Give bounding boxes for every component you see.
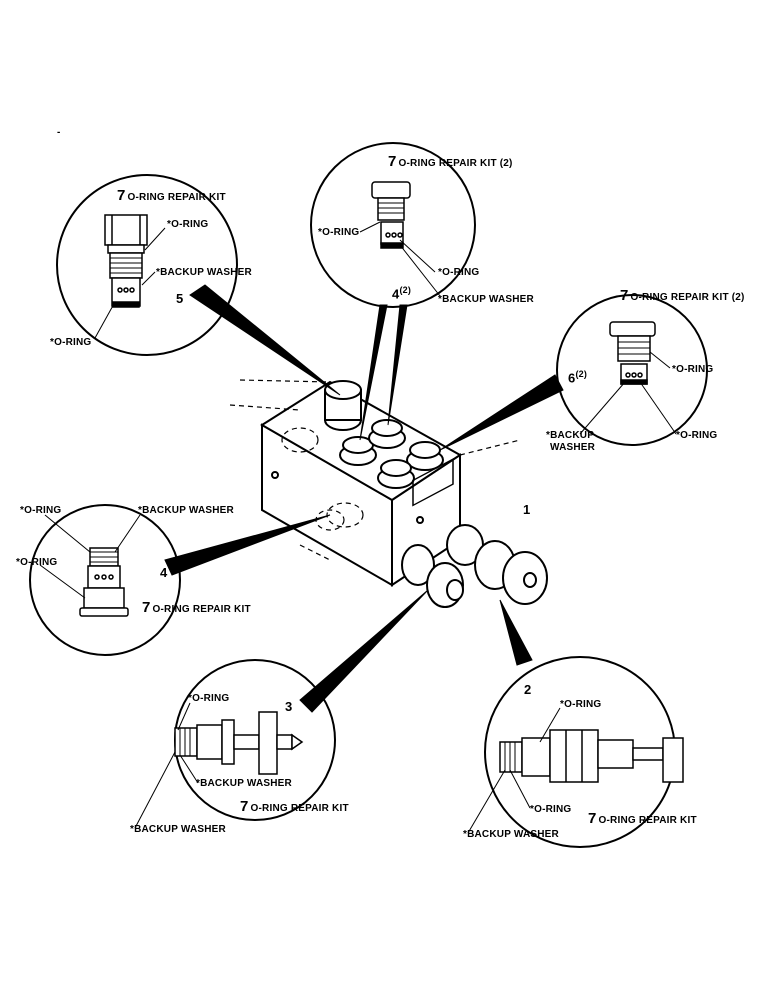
washer-label: WASHER (550, 442, 596, 453)
callout-number: 4 (392, 286, 400, 302)
kit-number: 7 (117, 187, 126, 204)
o-ring-label: *O-RING (50, 337, 92, 348)
o-ring-label: *O-RING (438, 267, 480, 278)
kit-text: O-RING REPAIR KIT (127, 192, 226, 203)
backup-washer-label: *BACKUP WASHER (156, 267, 252, 278)
callout-3: 3 (285, 699, 293, 714)
detail-circle-5 (56, 174, 238, 356)
kit-number: 7 (588, 810, 597, 827)
o-ring-label: *O-RING (672, 364, 714, 375)
pointer-lines (39, 221, 677, 834)
o-ring-label: *O-RING (167, 219, 209, 230)
leader-wedges (164, 284, 564, 713)
cartridge-4-top (371, 181, 411, 249)
o-ring-label: *O-RING (16, 557, 58, 568)
quantity-mark: (2) (399, 285, 412, 295)
o-ring-label: *O-RING (560, 699, 602, 710)
o-ring-label: *O-RING (676, 430, 718, 441)
backup-washer-label: *BACKUP WASHER (196, 778, 292, 789)
cartridge-4-left (79, 547, 129, 617)
front-knobs (401, 524, 548, 608)
callout-5: 5 (176, 291, 184, 306)
callout-4-left: 4 (160, 565, 168, 580)
quantity-mark: (2) (575, 369, 588, 379)
kit-number: 7 (142, 599, 151, 616)
o-ring-label: *O-RING (530, 804, 572, 815)
o-ring-label: *O-RING (188, 693, 230, 704)
valve-3 (174, 711, 304, 775)
page-mark: - (57, 127, 61, 138)
kit-text: O-RING REPAIR KIT (598, 815, 697, 826)
kit-text: O-RING REPAIR KIT (250, 803, 349, 814)
callout-6: 6(2) (568, 369, 588, 386)
callout-number: 6 (568, 370, 576, 386)
callout-4-top: 4(2) (392, 285, 412, 302)
kit-number: 7 (240, 798, 249, 815)
kit-number: 7 (388, 153, 397, 170)
valve-block (229, 379, 521, 587)
kit-text: O-RING REPAIR KIT (2) (630, 292, 745, 303)
kit-text: O-RING REPAIR KIT (2) (398, 158, 513, 169)
o-ring-label: *O-RING (20, 505, 62, 516)
backup-label: *BACKUP (546, 430, 595, 441)
backup-washer-label: *BACKUP WASHER (138, 505, 234, 516)
backup-washer-label: *BACKUP WASHER (438, 294, 534, 305)
callout-1: 1 (523, 502, 531, 517)
o-ring-label: *O-RING (318, 227, 360, 238)
cartridge-5 (104, 214, 148, 308)
cartridge-6 (609, 321, 656, 385)
backup-washer-label: *BACKUP WASHER (130, 824, 226, 835)
backup-washer-label: *BACKUP WASHER (463, 829, 559, 840)
callout-2: 2 (524, 682, 532, 697)
kit-text: O-RING REPAIR KIT (152, 604, 251, 615)
kit-number: 7 (620, 287, 629, 304)
